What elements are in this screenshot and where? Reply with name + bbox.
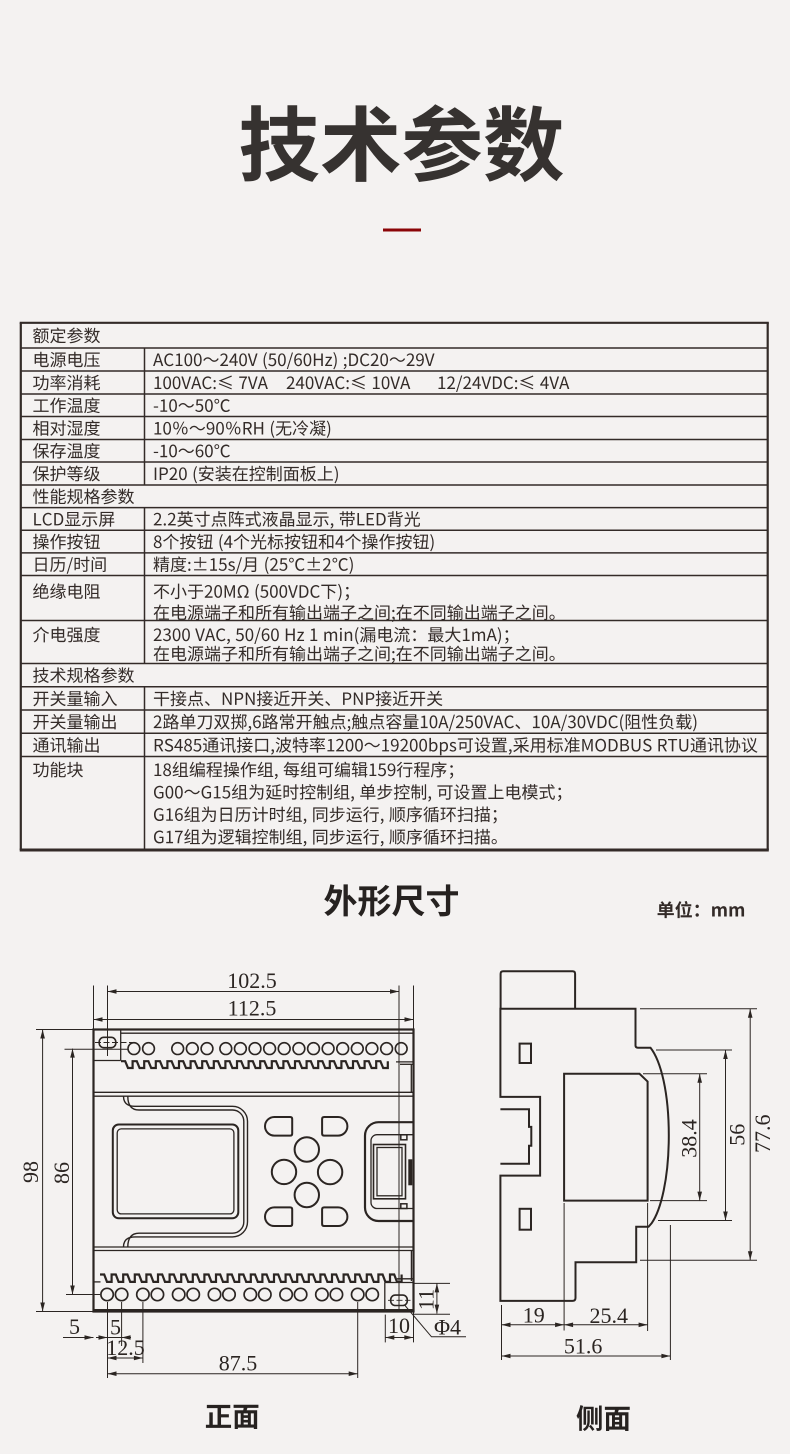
svg-text:98: 98 [18, 1161, 43, 1183]
svg-text:77.6: 77.6 [750, 1114, 775, 1153]
svg-text:87.5: 87.5 [219, 1351, 258, 1376]
svg-text:112.5: 112.5 [228, 996, 277, 1021]
svg-text:11: 11 [413, 1289, 438, 1310]
svg-text:Φ4: Φ4 [434, 1314, 461, 1339]
svg-text:56: 56 [724, 1124, 749, 1146]
svg-text:86: 86 [49, 1162, 74, 1184]
svg-text:51.6: 51.6 [564, 1334, 603, 1359]
svg-text:25.4: 25.4 [589, 1303, 628, 1328]
svg-text:19: 19 [523, 1302, 545, 1327]
svg-text:102.5: 102.5 [227, 968, 277, 993]
svg-text:12.5: 12.5 [106, 1335, 145, 1360]
svg-text:5: 5 [110, 1315, 121, 1340]
svg-text:38.4: 38.4 [677, 1119, 702, 1158]
svg-text:5: 5 [69, 1314, 80, 1339]
svg-text:10: 10 [388, 1313, 410, 1338]
